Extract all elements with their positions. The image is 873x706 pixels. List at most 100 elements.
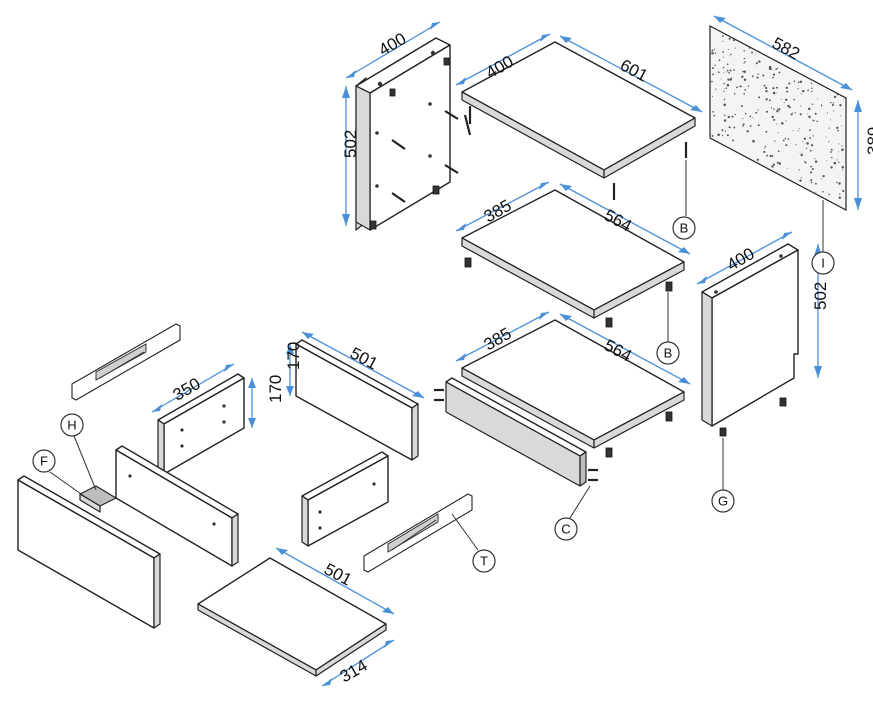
granite-speckle bbox=[793, 98, 795, 101]
granite-speckle bbox=[797, 81, 800, 84]
granite-speckle bbox=[842, 189, 845, 193]
granite-speckle bbox=[765, 110, 768, 113]
granite-speckle bbox=[765, 130, 768, 133]
granite-speckle bbox=[722, 56, 724, 58]
granite-speckle bbox=[807, 89, 809, 92]
granite-speckle bbox=[776, 108, 779, 110]
granite-speckle bbox=[814, 158, 816, 160]
label-right-side-height: 502 bbox=[811, 282, 830, 310]
granite-speckle bbox=[772, 76, 774, 79]
granite-speckle bbox=[805, 147, 808, 150]
granite-speckle bbox=[804, 160, 805, 162]
granite-speckle bbox=[839, 104, 842, 107]
granite-speckle bbox=[768, 65, 772, 69]
granite-speckle bbox=[838, 151, 840, 153]
granite-speckle bbox=[765, 86, 768, 90]
granite-speckle bbox=[804, 161, 807, 164]
granite-speckle bbox=[777, 132, 779, 134]
granite-speckle bbox=[792, 112, 793, 114]
granite-speckle bbox=[756, 158, 759, 161]
granite-speckle bbox=[727, 49, 729, 51]
granite-speckle bbox=[784, 98, 788, 101]
granite-speckle bbox=[787, 138, 790, 140]
granite-speckle bbox=[774, 140, 776, 142]
dimension-drawer-side-height: 170 bbox=[248, 375, 285, 428]
granite-speckle bbox=[815, 191, 817, 193]
granite-speckle bbox=[810, 179, 813, 182]
granite-speckle bbox=[736, 86, 738, 89]
granite-speckle bbox=[757, 109, 759, 111]
granite-speckle bbox=[841, 125, 843, 127]
granite-speckle bbox=[762, 74, 765, 77]
granite-speckle bbox=[838, 161, 840, 163]
label-left-side-height: 502 bbox=[341, 130, 360, 158]
granite-speckle bbox=[836, 181, 838, 184]
granite-speckle bbox=[809, 171, 813, 174]
callout-c-label: C bbox=[561, 522, 570, 537]
granite-speckle bbox=[781, 122, 784, 125]
granite-speckle bbox=[836, 126, 839, 129]
granite-speckle bbox=[726, 134, 729, 137]
granite-speckle bbox=[717, 133, 720, 137]
granite-speckle bbox=[802, 141, 804, 142]
granite-speckle bbox=[727, 115, 730, 119]
granite-speckle bbox=[730, 53, 732, 55]
granite-speckle bbox=[825, 136, 827, 138]
callout-i-label: I bbox=[821, 256, 825, 271]
granite-speckle bbox=[723, 98, 726, 101]
granite-speckle bbox=[723, 103, 726, 107]
granite-speckle bbox=[828, 141, 830, 143]
granite-speckle bbox=[729, 69, 732, 72]
granite-speckle bbox=[833, 95, 837, 99]
granite-speckle bbox=[741, 86, 742, 87]
granite-speckle bbox=[720, 78, 722, 80]
granite-speckle bbox=[809, 129, 811, 132]
granite-speckle bbox=[798, 169, 800, 171]
drawer-inner-front-panel bbox=[115, 445, 239, 567]
label-drawer-side-height: 170 bbox=[266, 375, 285, 403]
granite-speckle bbox=[809, 149, 812, 152]
granite-speckle bbox=[723, 90, 725, 93]
granite-speckle bbox=[772, 91, 776, 95]
granite-speckle bbox=[811, 144, 814, 147]
granite-speckle bbox=[838, 196, 841, 199]
granite-speckle bbox=[729, 55, 731, 57]
callout-g-label: G bbox=[718, 494, 728, 509]
granite-speckle bbox=[797, 88, 799, 90]
granite-speckle bbox=[798, 130, 800, 132]
granite-speckle bbox=[741, 76, 743, 78]
granite-speckle bbox=[822, 191, 824, 193]
granite-speckle bbox=[786, 99, 788, 101]
granite-speckle bbox=[830, 151, 832, 153]
granite-speckle bbox=[781, 99, 783, 101]
granite-speckle bbox=[778, 108, 781, 111]
granite-speckle bbox=[743, 70, 746, 74]
granite-speckle bbox=[743, 49, 745, 52]
granite-speckle bbox=[804, 184, 806, 186]
label-left-side-width: 400 bbox=[375, 29, 409, 60]
granite-speckle bbox=[711, 52, 714, 55]
granite-speckle bbox=[802, 89, 805, 93]
dimension-worktop-height: 389 bbox=[854, 100, 873, 210]
granite-speckle bbox=[731, 115, 734, 118]
callout-g: G bbox=[711, 438, 735, 513]
granite-speckle bbox=[801, 153, 803, 154]
granite-speckle bbox=[821, 104, 823, 106]
granite-speckle bbox=[773, 108, 775, 111]
granite-speckle bbox=[769, 155, 772, 158]
granite-speckle bbox=[718, 59, 721, 62]
granite-speckle bbox=[811, 90, 813, 93]
granite-speckle bbox=[742, 123, 745, 126]
drawer-handle bbox=[79, 485, 117, 513]
granite-speckle bbox=[810, 181, 813, 184]
granite-speckle bbox=[799, 151, 801, 153]
right-side-panel bbox=[701, 243, 799, 437]
granite-speckle bbox=[743, 62, 745, 64]
granite-speckle bbox=[817, 98, 819, 100]
granite-speckle bbox=[711, 80, 713, 83]
granite-speckle bbox=[782, 139, 785, 142]
drawer-back-panel bbox=[295, 339, 419, 461]
granite-speckle bbox=[843, 99, 845, 100]
drawer-bottom-panel bbox=[197, 557, 387, 677]
granite-speckle bbox=[808, 115, 811, 119]
